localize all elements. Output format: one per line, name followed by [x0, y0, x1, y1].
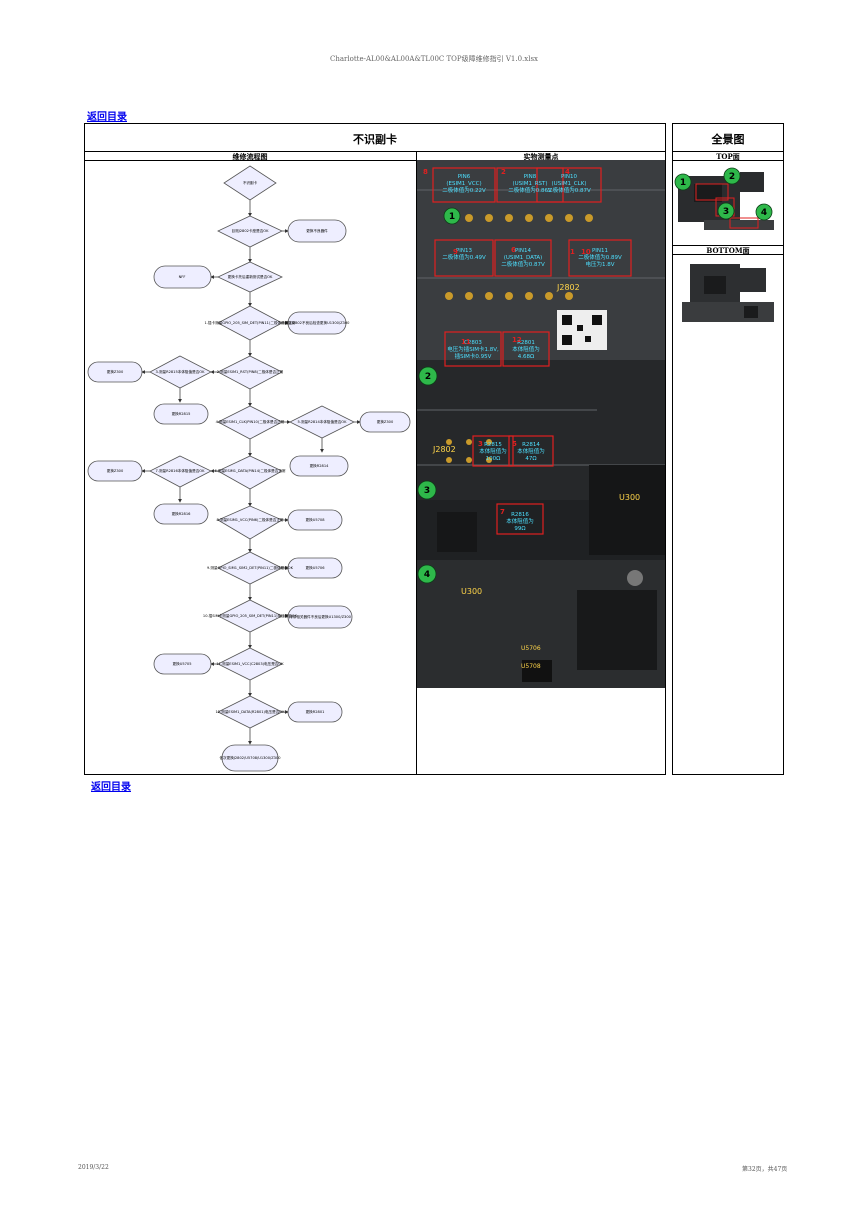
divider [84, 160, 666, 161]
divider [84, 151, 666, 152]
region-circle-3: 3 [424, 486, 430, 496]
flow-action-5b: 更换R2814 [310, 463, 330, 468]
flow-step-6: 6.测量ESIM1_DATA(PIN14)二极体是否正常 [214, 468, 286, 473]
flow-action-8: 更换U5708 [306, 517, 326, 522]
step-number: 10 [581, 248, 591, 256]
flow-action-7b: 更换R2816 [172, 511, 192, 516]
flow-start: 不识副卡 [243, 180, 258, 185]
main-panel [84, 123, 666, 775]
step-number: 1 [570, 248, 575, 256]
chip-u5708-label: U5708 [521, 663, 541, 670]
top-side-label: TOP面 [716, 152, 740, 161]
flow-step-2: 2.测量ESIM1_RST(PIN8)二极体是否正常 [217, 369, 284, 374]
flow-action-5: 更换Z300 [377, 419, 394, 424]
main-title: 不识副卡 [353, 133, 397, 146]
back-to-toc-link-bottom[interactable]: 返回目录 [91, 782, 131, 793]
flow-action-7: 更换Z300 [107, 468, 124, 473]
step-number: 5 [512, 440, 517, 448]
step-number: 12 [512, 336, 522, 344]
pin10-label: PIN10(USIM1_CLK)二极体值为0.87V [547, 174, 591, 194]
step-number: 9 [453, 248, 458, 256]
flow-action-3b: 更换R2815 [172, 411, 191, 416]
step-number: 11 [461, 338, 471, 346]
bottom-side-overview [682, 264, 774, 322]
measurement-photo-panel: PIN6(ESIM1_VCC)二极体值为0.22V PIN8(USIM1_RST… [417, 160, 665, 688]
flow-action-12: 更换R2801 [306, 709, 325, 714]
step-number: 3 [478, 440, 483, 448]
pin14-label: PIN14(USIM1_DATA)二极体值为0.87V [501, 248, 545, 268]
divider [416, 151, 417, 775]
flow-action-3: 更换Z300 [107, 369, 124, 374]
footer-date: 2019/3/22 [78, 1164, 109, 1171]
connector-j2802-label-2: J2802 [432, 445, 456, 454]
flow-action-replace-part: 更换不良器件 [306, 228, 328, 233]
connector-j2802-label: J2802 [556, 283, 580, 292]
step-number: 2 [501, 168, 506, 176]
region-circle-4: 4 [424, 570, 430, 580]
flow-header: 维修流程图 [232, 152, 268, 161]
flow-action-10: 排除相关器件不良后更换U1300/Z300 [289, 614, 352, 619]
divider [672, 254, 784, 255]
step-number: 7 [500, 508, 505, 516]
flow-action-1: 排除J2802不良后检查更换U1300/Z300 [285, 320, 351, 325]
chip-u300-label-2: U300 [461, 587, 482, 596]
overview-circle-4: 4 [761, 208, 767, 218]
overview-circle-1: 1 [680, 178, 686, 188]
pin6-label: PIN6(ESIM1_VCC)二极体值为0.22V [442, 174, 486, 194]
flow-step-3: 3.测量R2815本体阻值是否OK [155, 369, 205, 374]
pin8-label: PIN8(USIM1_RST)二极体值为0.86V [508, 174, 552, 194]
overview-panel [672, 123, 784, 775]
flow-step-5: 5.测量R2814本体阻值是否OK [297, 419, 347, 424]
step-number: 6 [511, 246, 516, 254]
document-header: Charlotte-AL00&AL00A&TL00C TOP级障维修指引 V1.… [330, 55, 538, 63]
flow-result-nff: NFF [179, 275, 186, 279]
flow-step-check-slot: 目测J2802卡座是否OK [232, 228, 270, 233]
repair-flowchart: 不识副卡 目测J2802卡座是否OK 更换不良器件 更换卡托后重新测试是否OK … [87, 165, 411, 772]
overview-circle-3: 3 [723, 207, 729, 217]
flow-step-11: 11.测量ESIM1_VCC(C2803)电压是否OK [216, 661, 284, 666]
back-to-toc-link-top[interactable]: 返回目录 [87, 112, 127, 123]
region-circle-1: 1 [449, 212, 455, 222]
bottom-side-label: BOTTOM面 [706, 246, 750, 255]
flow-step-1: 1.插卡测量GPIO_205_SIM_DET(PIN11)二极体是否正常 [204, 320, 295, 325]
divider [672, 245, 784, 246]
step-number: 4 [565, 168, 570, 176]
photo-header: 实物测量点 [523, 152, 559, 161]
step-number: 8 [423, 168, 428, 176]
flow-action-9: 更换U5706 [306, 565, 326, 570]
overview-title: 全景图 [711, 133, 745, 146]
flow-step-4: 4.测量ESIM1_CLK(PIN10)二极体是否正常 [216, 419, 285, 424]
flow-step-12: 12.测量ESIM1_DATA(R2801)电压是否OK [216, 709, 286, 714]
flow-end: 依次更换J2802/U5708/U1300/Z300 [219, 755, 281, 760]
chip-u5706-label: U5706 [521, 645, 541, 652]
flow-action-11: 更换U5705 [173, 661, 192, 666]
top-side-overview: 1 2 3 4 [674, 167, 774, 230]
flow-step-replace-tray: 更换卡托后重新测试是否OK [228, 274, 273, 279]
divider [672, 160, 784, 161]
flow-step-9: 9.测量GPIO_SIM1_SIM2_DET(PIN11)二极体是否OK [207, 565, 294, 570]
footer-page: 第32页，共47页 [742, 1166, 788, 1173]
flow-step-8: 8.测量ESIM1_VCC(PIN6)二极体是否正常 [216, 517, 283, 522]
flow-step-10: 10.插SIM卡测量GPIO_205_SIM_DET(PIN11)电压是否OK [203, 613, 298, 618]
region-circle-2: 2 [425, 372, 431, 382]
flow-step-7: 7.测量R2816本体阻值是否OK [155, 468, 205, 473]
chip-u300-label: U300 [619, 493, 640, 502]
overview-circle-2: 2 [729, 172, 735, 182]
divider [672, 151, 784, 152]
